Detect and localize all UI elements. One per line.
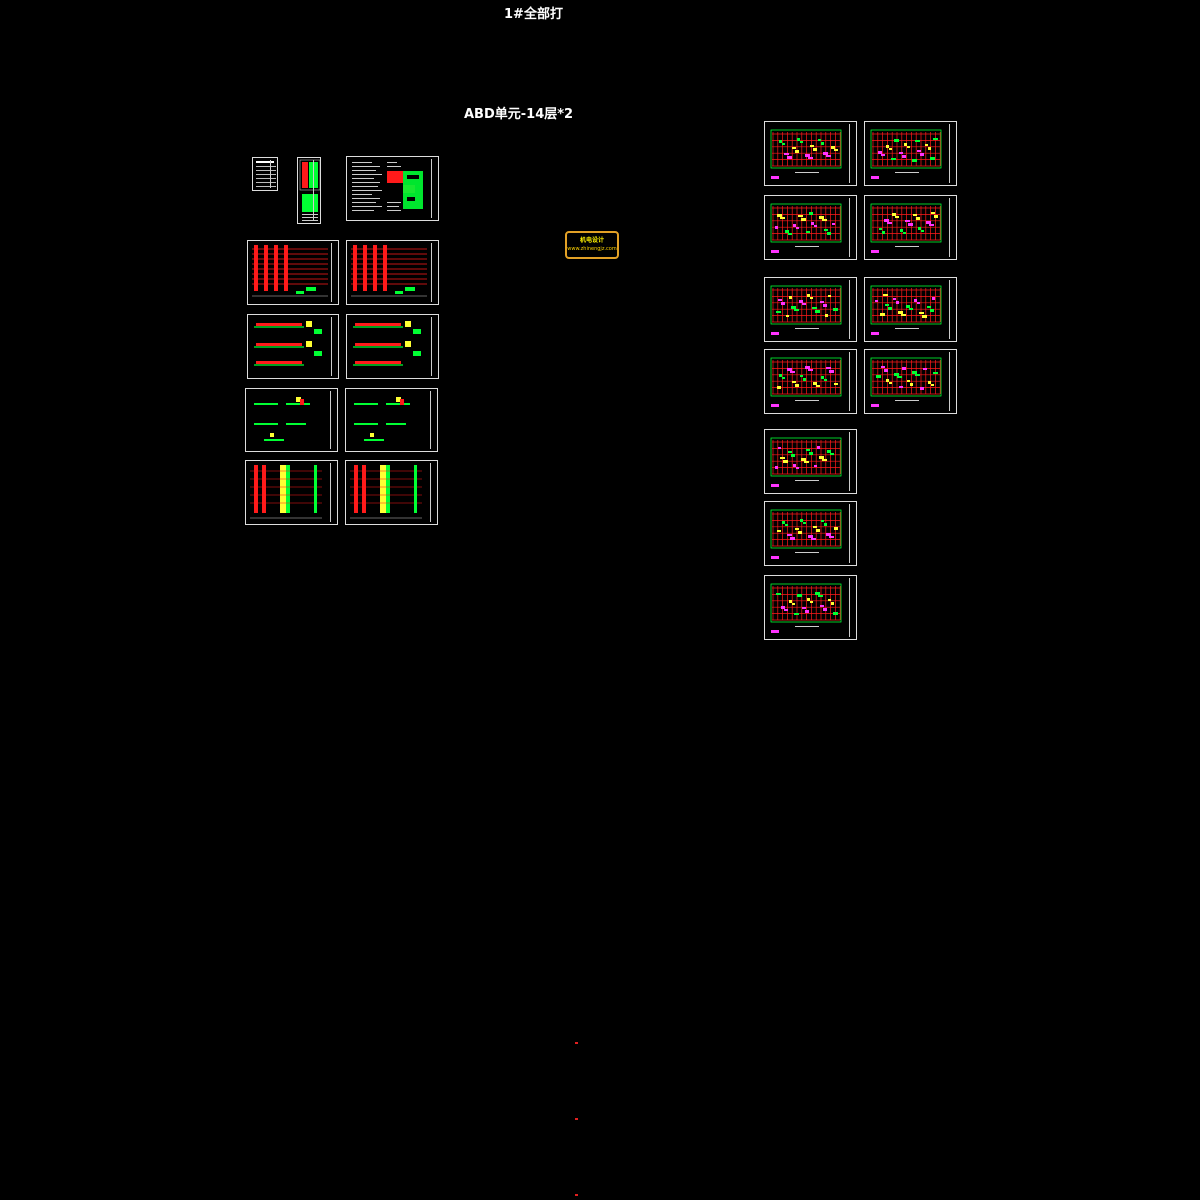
detail-diagram-graphic <box>354 397 410 441</box>
floor-plan-graphic <box>770 437 842 487</box>
stamp-line-1: 机电设计 <box>579 237 604 244</box>
drawing-index-graphic <box>299 159 320 221</box>
sheet-system-diagram-2[interactable] <box>346 314 439 379</box>
red-mark <box>575 1194 578 1196</box>
sheet-drawing-index[interactable] <box>297 157 321 224</box>
floor-plan-graphic <box>870 285 942 335</box>
riser-diagram-graphic <box>252 245 328 297</box>
sheet-floor-plan-4[interactable] <box>864 195 957 260</box>
sheet-floor-plan-3[interactable] <box>764 195 857 260</box>
floor-plan-graphic <box>870 203 942 253</box>
sheet-floor-plan-10[interactable] <box>764 501 857 566</box>
distribution-diagram-graphic <box>350 465 422 519</box>
red-mark <box>575 1042 578 1044</box>
floor-plan-graphic <box>770 203 842 253</box>
sheet-distribution-diagram-2[interactable] <box>345 460 438 525</box>
drawing-group-title-mid: ABD单元-14层*2 <box>464 107 574 122</box>
design-notes-graphic <box>352 162 423 211</box>
red-mark <box>575 1118 578 1120</box>
sheet-design-notes[interactable] <box>346 156 439 221</box>
floor-plan-graphic <box>770 509 842 559</box>
sheet-riser-diagram-1[interactable] <box>247 240 339 305</box>
floor-plan-graphic <box>870 129 942 179</box>
sheet-cover[interactable] <box>252 157 278 191</box>
riser-diagram-graphic <box>351 245 427 297</box>
sheet-system-diagram-1[interactable] <box>247 314 339 379</box>
floor-plan-graphic <box>770 285 842 335</box>
sheet-floor-plan-6[interactable] <box>864 277 957 342</box>
sheet-floor-plan-2[interactable] <box>864 121 957 186</box>
sheet-floor-plan-9[interactable] <box>764 429 857 494</box>
sheet-detail-diagram-1[interactable] <box>245 388 338 452</box>
system-diagram-graphic <box>254 321 322 366</box>
system-diagram-graphic <box>353 321 421 366</box>
sheet-floor-plan-1[interactable] <box>764 121 857 186</box>
sheet-floor-plan-5[interactable] <box>764 277 857 342</box>
floor-plan-graphic <box>770 583 842 633</box>
detail-diagram-graphic <box>254 397 310 441</box>
floor-plan-graphic <box>770 357 842 407</box>
stamp-line-2: www.zhinengjz.com <box>567 246 617 252</box>
sheet-floor-plan-8[interactable] <box>864 349 957 414</box>
logo-stamp: 机电设计 www.zhinengjz.com <box>565 231 619 259</box>
floor-plan-graphic <box>870 357 942 407</box>
cover-sheet-graphic <box>256 161 276 187</box>
sheet-floor-plan-7[interactable] <box>764 349 857 414</box>
sheet-detail-diagram-2[interactable] <box>345 388 438 452</box>
sheet-riser-diagram-2[interactable] <box>346 240 439 305</box>
distribution-diagram-graphic <box>250 465 322 519</box>
sheet-distribution-diagram-1[interactable] <box>245 460 338 525</box>
drawing-group-title-top: 1#全部打 <box>504 7 563 22</box>
floor-plan-graphic <box>770 129 842 179</box>
sheet-floor-plan-11[interactable] <box>764 575 857 640</box>
